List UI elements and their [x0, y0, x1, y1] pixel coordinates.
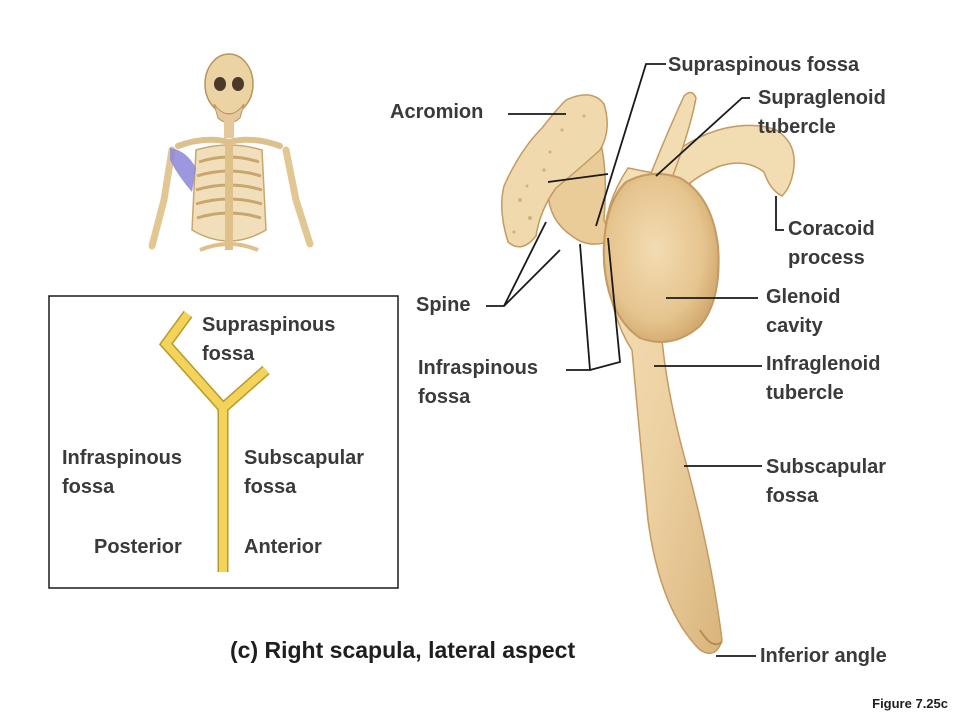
- leader-coracoid-process: [775, 196, 784, 231]
- leader-supraspinous-fossa: [595, 63, 666, 227]
- label-subscapular-fossa: Subscapular fossa: [766, 456, 887, 507]
- inset-label-subscapular-fossa: Subscapular fossa: [244, 447, 365, 498]
- inset-box: [48, 295, 399, 589]
- label-infraspinous-fossa: Infraspinous fossa: [418, 357, 539, 408]
- figure-number: Figure 7.25c: [872, 696, 948, 711]
- inset-label-infraspinous-fossa: Infraspinous fossa: [62, 447, 183, 498]
- figure-caption: (c) Right scapula, lateral aspect: [230, 637, 576, 663]
- label-coracoid-process: Coracoid process: [788, 218, 875, 269]
- leader-supraglenoid-tubercle: [655, 97, 750, 177]
- leader-lines: [486, 63, 784, 657]
- label-infraglenoid-tubercle: Infraglenoid tubercle: [766, 353, 881, 404]
- label-supraspinous-fossa: Supraspinous fossa: [668, 54, 860, 76]
- label-inferior-angle: Inferior angle: [760, 645, 887, 667]
- inset-label-posterior: Posterior: [94, 536, 182, 558]
- inset-label-supraspinous-fossa: Supraspinous fossa: [202, 314, 336, 365]
- skeleton-thumbnail: [148, 53, 314, 252]
- label-spine: Spine: [416, 294, 471, 316]
- label-glenoid-cavity: Glenoid cavity: [766, 286, 841, 337]
- inset-label-anterior: Anterior: [244, 536, 322, 558]
- scapula: [501, 91, 795, 655]
- inset-y-diagram: [158, 310, 270, 572]
- label-supraglenoid-tubercle: Supraglenoid tubercle: [758, 87, 886, 138]
- leader-infraspinous-fossa: [566, 237, 621, 371]
- leader-spine: [486, 173, 609, 307]
- label-acromion: Acromion: [390, 101, 484, 123]
